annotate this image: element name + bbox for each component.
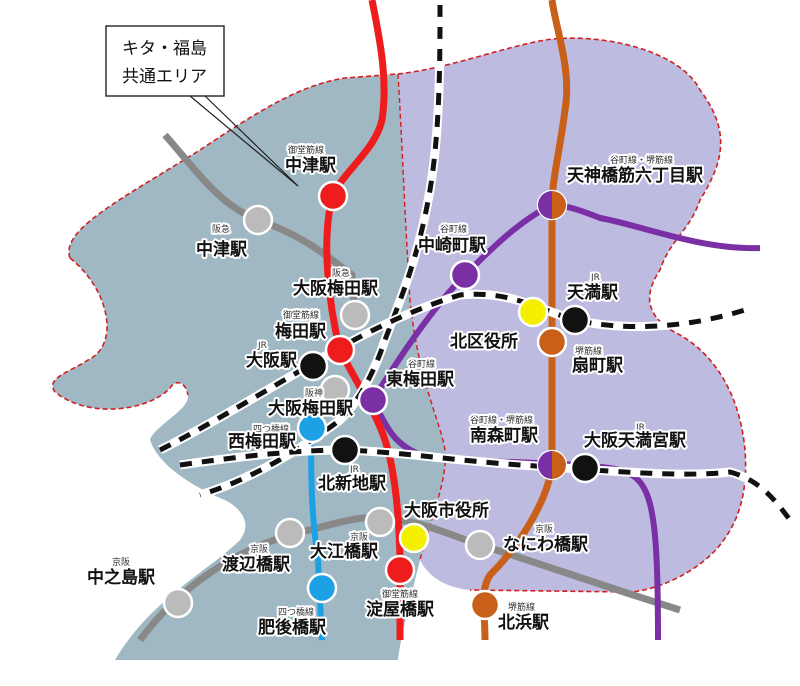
station-osaka-shiyakusho[interactable]	[398, 522, 430, 554]
line-label-naniwabashi: 京阪	[535, 523, 553, 535]
name-label-temma: 天満駅	[567, 282, 619, 303]
name-label-nakanoshima: 中之島駅	[87, 567, 156, 588]
area-boundary-west	[52, 257, 189, 410]
line-label-oebashi: 京阪	[350, 531, 368, 543]
name-label-kitaku-yakusho: 北区役所	[450, 331, 518, 352]
name-label-higobashi: 肥後橋駅	[258, 617, 327, 638]
station-watanabebashi[interactable]	[274, 517, 306, 549]
line-label-temma: JR	[590, 273, 600, 283]
kita-fukushima-area	[52, 74, 446, 660]
split-half-tenjinbashisuji	[538, 191, 552, 219]
station-yodoyabashi[interactable]	[384, 554, 416, 586]
split-half-tenjinbashisuji-right	[552, 191, 566, 219]
line-label-tenjinbashisuji: 谷町線・堺筋線	[610, 154, 673, 166]
station-nakanoshima[interactable]	[162, 587, 194, 619]
name-label-osaka-umeda-hankyu: 大阪梅田駅	[293, 278, 379, 299]
callout-pointer-2	[204, 95, 299, 187]
line-label-nakazakicho: 谷町線	[440, 223, 467, 235]
station-umeda[interactable]	[324, 334, 356, 366]
name-label-kitahama: 北浜駅	[498, 613, 550, 633]
split-station-overlays	[538, 191, 566, 479]
station-kitahama[interactable]	[469, 589, 501, 621]
line-label-nakanoshima: 京阪	[112, 556, 130, 568]
callout-pointer	[189, 95, 299, 187]
area-divider	[397, 73, 447, 561]
name-label-osaka-jr: 大阪駅	[246, 350, 298, 371]
name-label-kitashinchi: 北新地駅	[318, 473, 387, 494]
station-higobashi[interactable]	[306, 572, 338, 604]
station-kitaku-yakusho[interactable]	[517, 296, 549, 328]
line-label-kitahama: 堺筋線	[508, 601, 535, 613]
name-label-minamimorimachi: 南森町駅	[470, 425, 539, 446]
station-nishi-umeda[interactable]	[296, 412, 328, 444]
callout-line-2: 共通エリア	[122, 67, 207, 87]
name-label-nishi-umeda: 西梅田駅	[228, 431, 297, 452]
station-nakazakicho[interactable]	[449, 259, 481, 291]
station-osaka-umeda-hankyu[interactable]	[339, 299, 371, 331]
callout: キタ・福島 共通エリア	[105, 25, 299, 187]
name-label-nakatsu-midosuji: 中津駅	[285, 155, 337, 176]
split-half-minamimorimachi-right	[552, 451, 566, 479]
name-label-naniwabashi: なにわ橋駅	[503, 534, 589, 555]
line-label-higashi-umeda: 谷町線	[408, 358, 435, 370]
name-label-higashi-umeda: 東梅田駅	[386, 369, 455, 390]
station-osaka-umeda-hanshin[interactable]	[319, 374, 351, 406]
split-half-minamimorimachi	[538, 451, 552, 479]
name-label-tenjinbashisuji: 天神橋筋六丁目駅	[567, 165, 704, 186]
line-label-umeda: 御堂筋線	[283, 309, 319, 321]
station-labels: 御堂筋線 中津駅 阪急 中津駅 阪急 大阪梅田駅 御堂筋線 梅田駅 JR 大阪駅…	[85, 142, 706, 640]
station-ogimachi[interactable]	[536, 326, 568, 358]
line-label-osaka-umeda-hanshin: 阪神	[305, 387, 323, 399]
jr-loop-line-dash	[158, 291, 746, 453]
station-nakatsu-midosuji[interactable]	[317, 180, 349, 212]
rail-lines	[137, 0, 794, 643]
line-label-higobashi: 四つ橋線	[278, 606, 314, 618]
name-label-osaka-shiyakusho: 大阪市役所	[404, 500, 489, 521]
station-oebashi[interactable]	[364, 506, 396, 538]
line-label-osaka-umeda-hankyu: 阪急	[332, 267, 350, 279]
line-label-yodoyabashi: 御堂筋線	[382, 588, 418, 600]
station-kitashinchi[interactable]	[329, 434, 361, 466]
name-label-ogimachi: 扇町駅	[572, 355, 624, 376]
jr-tozai-line-dash	[179, 447, 792, 522]
name-label-nakazakicho: 中崎町駅	[418, 235, 487, 256]
line-label-osakatemmangu: JR	[635, 423, 645, 433]
line-label-watanabebashi: 京阪	[250, 543, 268, 555]
name-label-umeda: 梅田駅	[275, 321, 327, 342]
station-osaka-jr[interactable]	[297, 350, 329, 382]
name-label-osaka-umeda-hanshin: 大阪梅田駅	[268, 398, 354, 419]
station-osakatemmangu[interactable]	[569, 452, 601, 484]
name-label-yodoyabashi: 淀屋橋駅	[366, 599, 435, 620]
station-temma[interactable]	[559, 304, 591, 336]
midosuji-line	[323, 0, 404, 640]
station-naniwabashi[interactable]	[464, 529, 496, 561]
line-label-minamimorimachi: 谷町線・堺筋線	[470, 414, 533, 426]
line-label-osaka-jr: JR	[257, 341, 267, 351]
station-nakatsu-hankyu[interactable]	[242, 204, 274, 236]
callout-box	[105, 25, 225, 97]
name-label-watanabebashi: 渡辺橋駅	[222, 554, 291, 575]
name-label-oebashi: 大江橋駅	[310, 541, 379, 562]
line-label-kitashinchi: JR	[349, 465, 359, 475]
line-label-nishi-umeda: 四つ橋線	[253, 423, 289, 435]
callout-line-1: キタ・福島	[122, 39, 207, 59]
line-label-ogimachi: 堺筋線	[575, 345, 602, 357]
line-label-nakatsu-hankyu: 阪急	[212, 223, 230, 235]
station-higashi-umeda[interactable]	[357, 384, 389, 416]
name-label-nakatsu-hankyu: 中津駅	[196, 239, 248, 260]
name-label-osakatemmangu: 大阪天満宮駅	[584, 430, 687, 451]
line-label-nakatsu-midosuji: 御堂筋線	[288, 144, 324, 156]
